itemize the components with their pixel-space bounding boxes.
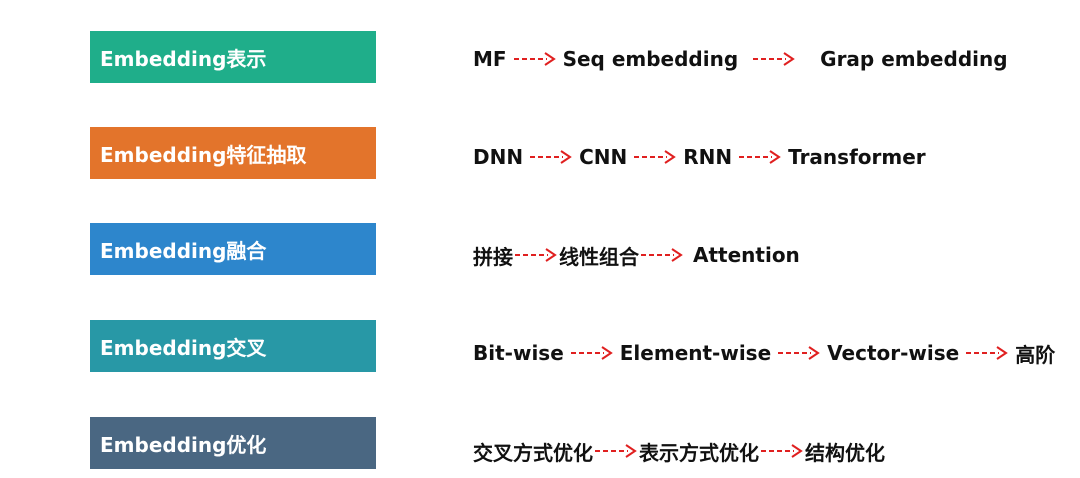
dashed-arrow-icon (570, 345, 614, 361)
dashed-arrow-icon (760, 443, 804, 459)
step-label: RNN (683, 145, 733, 169)
category-label: Embedding表示 (100, 46, 267, 71)
dashed-arrow-icon (513, 51, 557, 67)
step-label: 拼接 (473, 244, 513, 269)
step-label: DNN (473, 145, 524, 169)
dashed-arrow-icon (640, 247, 684, 263)
evolution-flow-feature-extraction: DNN CNN RNN Transformer (473, 131, 926, 183)
evolution-flow-optimization: 交叉方式优化 表示方式优化 结构优化 (473, 425, 885, 477)
dashed-arrow-icon (752, 51, 796, 67)
evolution-flow-crossing: Bit-wise Element-wise Vector-wise 高阶 (473, 327, 1055, 379)
step-label: MF (473, 47, 507, 71)
step-label: 表示方式优化 (639, 440, 759, 465)
dashed-arrow-icon (594, 443, 638, 459)
step-label: 结构优化 (805, 440, 885, 465)
category-box-embedding-optimization: Embedding优化 (90, 417, 376, 469)
step-label: Grap embedding (820, 47, 1008, 71)
category-box-embedding-representation: Embedding表示 (90, 31, 376, 83)
step-label: Vector-wise (827, 341, 960, 365)
evolution-flow-fusion: 拼接 线性组合 Attention (473, 229, 800, 281)
evolution-flow-representation: MF Seq embedding Grap embedding (473, 33, 1008, 85)
step-label: Transformer (788, 145, 926, 169)
category-box-embedding-fusion: Embedding融合 (90, 223, 376, 275)
step-label: CNN (579, 145, 628, 169)
dashed-arrow-icon (738, 149, 782, 165)
step-label: Seq embedding (562, 47, 739, 71)
dashed-arrow-icon (514, 247, 558, 263)
step-label: Element-wise (619, 341, 772, 365)
category-box-embedding-crossing: Embedding交叉 (90, 320, 376, 372)
step-label: 高阶 (1015, 342, 1056, 367)
step-label: 交叉方式优化 (473, 440, 593, 465)
category-label: Embedding优化 (100, 432, 267, 457)
category-label: Embedding交叉 (100, 335, 267, 360)
dashed-arrow-icon (633, 149, 677, 165)
dashed-arrow-icon (965, 345, 1009, 361)
step-label: Bit-wise (473, 341, 564, 365)
dashed-arrow-icon (777, 345, 821, 361)
step-label: 线性组合 (559, 244, 639, 269)
category-label: Embedding特征抽取 (100, 142, 307, 167)
category-box-embedding-feature-extraction: Embedding特征抽取 (90, 127, 376, 179)
category-label: Embedding融合 (100, 238, 267, 263)
step-label: Attention (693, 243, 800, 267)
dashed-arrow-icon (529, 149, 573, 165)
